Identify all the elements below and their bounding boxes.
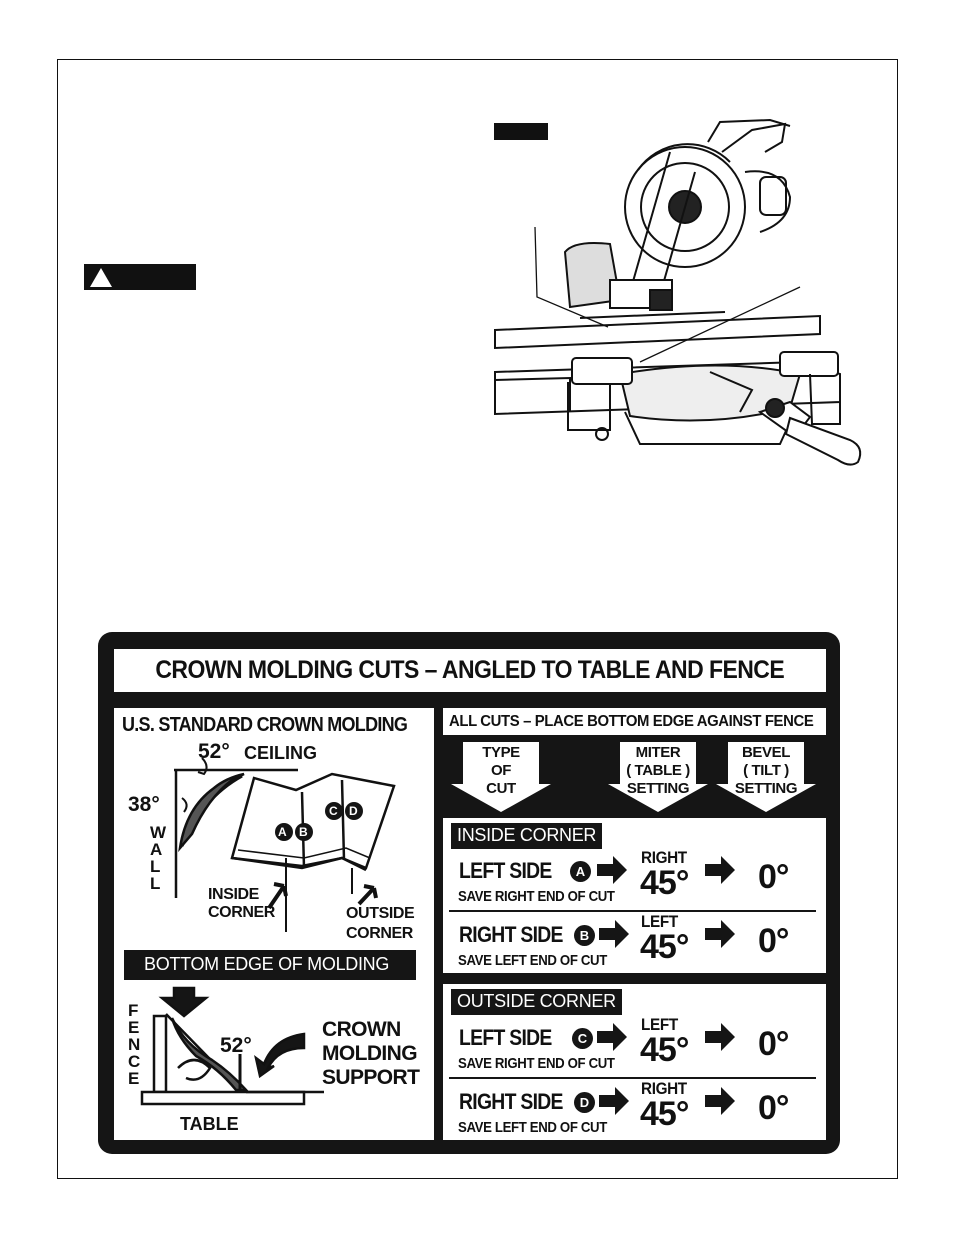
ceiling-label: CEILING	[244, 743, 318, 763]
save-label: SAVE LEFT END OF CUT	[458, 952, 607, 969]
row-divider	[449, 1077, 816, 1079]
wall-label: W A L L	[150, 823, 167, 893]
arrow-right-icon	[705, 856, 735, 884]
badge-a: A	[278, 825, 287, 839]
save-label: SAVE LEFT END OF CUT	[458, 1119, 607, 1136]
section-title: INSIDE CORNER	[451, 823, 603, 849]
inside-corner-label: INSIDE CORNER	[208, 886, 275, 921]
bottom-edge-label: BOTTOM EDGE OF MOLDING	[124, 950, 416, 980]
arrow-right-icon	[599, 1087, 629, 1115]
save-label: SAVE RIGHT END OF CUT	[458, 1055, 615, 1072]
chart-title-box: CROWN MOLDING CUTS – ANGLED TO TABLE AND…	[114, 649, 826, 692]
side-label: LEFT SIDE	[459, 858, 552, 883]
arrow-right-icon	[705, 920, 735, 948]
column-arrow-miter	[608, 742, 708, 812]
badge-d: D	[349, 804, 358, 818]
fence-label: F E N C E	[128, 1001, 141, 1088]
miter-value: 45°	[640, 1095, 689, 1133]
arrow-right-icon	[705, 1087, 735, 1115]
standard-molding-diagram: U.S. STANDARD CROWN MOLDING 52° CEILING …	[114, 708, 434, 1140]
warning-triangle-icon	[90, 268, 112, 287]
column-arrow-bevel	[716, 742, 816, 812]
table-label: TABLE	[180, 1114, 239, 1134]
side-label: LEFT SIDE	[459, 1025, 552, 1050]
column-type: TYPE OF CUT	[482, 744, 520, 797]
column-arrow-type	[451, 742, 551, 812]
arrow-right-icon	[705, 1023, 735, 1051]
outside-corner-section: OUTSIDE CORNER LEFT SIDE C SAVE RIGHT EN…	[443, 984, 826, 1140]
inside-corner-section: INSIDE CORNER LEFT SIDE A SAVE RIGHT END…	[443, 818, 826, 973]
outside-corner-label: OUTSIDE CORNER	[346, 905, 415, 942]
arrow-right-icon	[597, 1023, 627, 1051]
miter-direction: RIGHT	[641, 1079, 687, 1098]
bevel-value: 0°	[758, 922, 790, 960]
cut-badge: A	[570, 861, 591, 882]
table-row: LEFT SIDE A SAVE RIGHT END OF CUT RIGHT …	[443, 848, 826, 916]
molding-badges	[275, 802, 363, 841]
column-miter: MITER ( TABLE ) SETTING	[626, 744, 690, 797]
left-heading: U.S. STANDARD CROWN MOLDING	[122, 714, 408, 736]
bevel-value: 0°	[758, 1089, 790, 1127]
page-border	[57, 59, 898, 1179]
support-label: CROWN MOLDING SUPPORT	[322, 1018, 420, 1089]
table-row: RIGHT SIDE D SAVE LEFT END OF CUT RIGHT …	[443, 1079, 826, 1147]
cut-badge: B	[574, 925, 595, 946]
ceiling-wall-drawing	[174, 757, 396, 932]
wall-angle: 38°	[128, 793, 160, 816]
miter-value: 45°	[640, 1031, 689, 1069]
bevel-value: 0°	[758, 1025, 790, 1063]
crown-molding-chart: CROWN MOLDING CUTS – ANGLED TO TABLE AND…	[98, 632, 840, 1154]
side-label: RIGHT SIDE	[459, 1089, 563, 1114]
miter-saw-illustration	[494, 118, 862, 466]
miter-direction: RIGHT	[641, 848, 687, 867]
ceiling-angle: 52°	[198, 740, 230, 763]
miter-value: 45°	[640, 864, 689, 902]
cut-badge: C	[572, 1028, 593, 1049]
side-label: RIGHT SIDE	[459, 922, 563, 947]
figure-label-bar	[494, 123, 548, 140]
bevel-value: 0°	[758, 858, 790, 896]
chart-title: CROWN MOLDING CUTS – ANGLED TO TABLE AND…	[155, 656, 785, 684]
save-label: SAVE RIGHT END OF CUT	[458, 888, 615, 905]
badge-c: C	[329, 804, 338, 818]
right-heading: ALL CUTS – PLACE BOTTOM EDGE AGAINST FEN…	[449, 712, 814, 730]
table-row: LEFT SIDE C SAVE RIGHT END OF CUT LEFT 4…	[443, 1015, 826, 1083]
arrow-right-icon	[597, 856, 627, 884]
badge-b: B	[299, 825, 308, 839]
table-row: RIGHT SIDE B SAVE LEFT END OF CUT LEFT 4…	[443, 912, 826, 980]
section-title: OUTSIDE CORNER	[451, 989, 622, 1015]
support-angle: 52°	[220, 1034, 252, 1057]
row-divider	[449, 910, 816, 912]
column-bevel: BEVEL ( TILT ) SETTING	[734, 744, 798, 797]
warning-label-bar	[84, 264, 196, 290]
miter-direction: LEFT	[641, 912, 678, 931]
cut-badge: D	[574, 1092, 595, 1113]
arrow-right-icon	[599, 920, 629, 948]
miter-value: 45°	[640, 928, 689, 966]
right-heading-box: ALL CUTS – PLACE BOTTOM EDGE AGAINST FEN…	[443, 708, 826, 735]
fence-table-drawing	[140, 986, 324, 1106]
miter-direction: LEFT	[641, 1015, 678, 1034]
